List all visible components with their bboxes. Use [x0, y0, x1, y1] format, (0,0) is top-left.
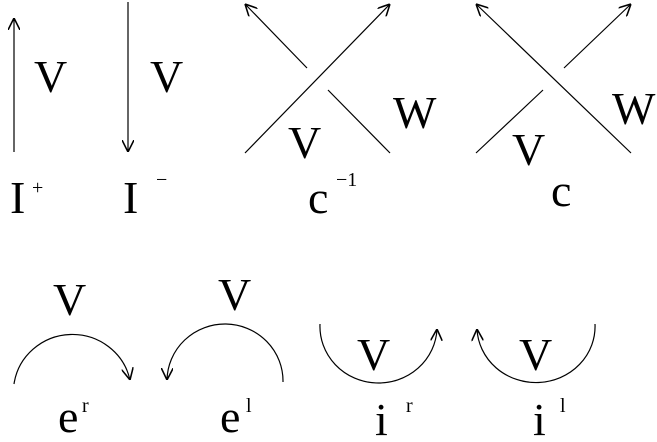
identity-up-morphism: V I + [10, 18, 67, 223]
under-strand-lower [475, 89, 544, 154]
morphism-name: c [308, 172, 328, 223]
evaluation-left-morphism: V e l [167, 269, 284, 442]
strand-label: V [357, 329, 390, 380]
morphism-name: i [533, 394, 546, 442]
morphism-name: e [220, 391, 240, 442]
evaluation-right-morphism: V e r [13, 274, 130, 442]
cap-arc [167, 323, 284, 383]
strand-label: V [218, 269, 251, 320]
over-strand [244, 4, 390, 154]
morphism-superscript: l [246, 395, 252, 417]
under-strand-upper [245, 4, 308, 69]
inverse-crossing-morphism: V W c −1 [245, 4, 437, 223]
morphism-superscript: − [156, 169, 167, 191]
left-strand-label: V [288, 117, 321, 168]
cup-arc [319, 323, 437, 384]
morphism-name: c [551, 165, 571, 216]
identity-down-morphism: V I − [123, 2, 183, 223]
morphism-superscript: r [406, 395, 413, 417]
over-strand [476, 4, 632, 154]
cup-arc [477, 323, 596, 384]
crossing-morphism: V W c [476, 4, 656, 216]
coevaluation-left-morphism: V i l [477, 323, 596, 442]
morphism-superscript: + [32, 177, 43, 199]
morphism-superscript: r [82, 395, 89, 417]
under-strand-lower [327, 89, 391, 154]
cap-arc [13, 333, 130, 385]
coevaluation-right-morphism: V i r [319, 323, 437, 442]
morphism-superscript: −1 [336, 169, 357, 191]
strand-label: V [53, 274, 86, 325]
right-strand-label: W [612, 83, 656, 134]
under-strand-upper [563, 4, 631, 69]
morphism-name: I [10, 172, 25, 223]
right-strand-label: W [393, 87, 437, 138]
strand-label: V [519, 329, 552, 380]
strand-label: V [150, 51, 183, 102]
strand-label: V [34, 51, 67, 102]
morphism-name: I [123, 172, 138, 223]
morphism-name: e [58, 391, 78, 442]
morphism-name: i [375, 394, 388, 442]
left-strand-label: V [512, 124, 545, 175]
morphism-superscript: l [560, 395, 566, 417]
